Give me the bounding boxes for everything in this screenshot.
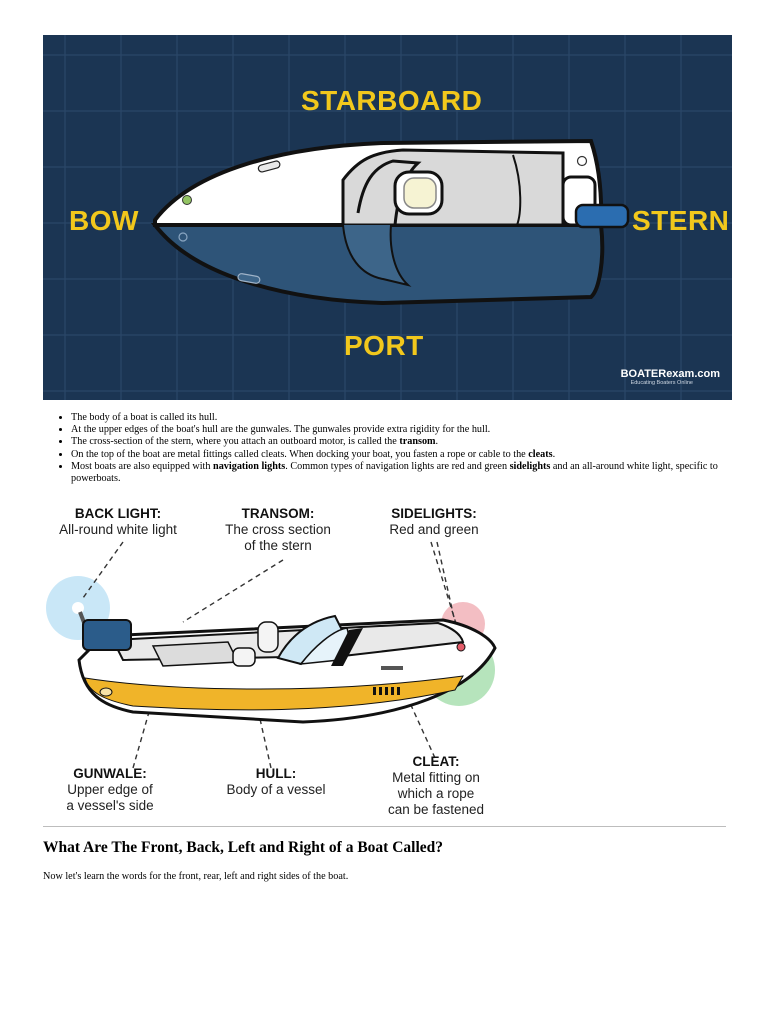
callout-hull: HULL: Body of a vessel <box>211 766 341 798</box>
note-item: The body of a boat is called its hull. <box>71 412 761 424</box>
brand-logo: BOATERexam.com Educating Boaters Online <box>621 365 720 387</box>
callout-sidelights: SIDELIGHTS: Red and green <box>369 506 499 538</box>
section-divider <box>43 826 726 827</box>
boat-side-view-illustration <box>46 541 497 769</box>
section-heading: What Are The Front, Back, Left and Right… <box>43 839 444 856</box>
starboard-label: STARBOARD <box>301 85 483 116</box>
note-item: The cross-section of the stern, where yo… <box>71 436 761 448</box>
brand-tagline: Educating Boaters Online <box>630 379 693 386</box>
callout-description: All-round white light <box>59 522 177 537</box>
note-item: On the top of the boat are metal fitting… <box>71 449 761 461</box>
callout-back-light: BACK LIGHT: All-round white light <box>53 506 183 538</box>
motor <box>574 203 630 229</box>
boat-top-view-figure: STARBOARD BOW STERN PORT BOATERexam.com … <box>43 35 732 400</box>
callout-description: Body of a vessel <box>226 782 326 797</box>
callout-description: Red and green <box>389 522 479 537</box>
brand-name: BOATERexam.com <box>620 367 720 380</box>
callout-title: TRANSOM: <box>241 506 315 521</box>
callout-title: SIDELIGHTS: <box>391 506 477 521</box>
stern-label: STERN <box>632 205 730 236</box>
callout-cleat: CLEAT: Metal fitting on which a rope can… <box>371 754 501 818</box>
callout-title: HULL: <box>255 766 297 781</box>
callout-title: GUNWALE: <box>73 766 147 781</box>
outboard-motor <box>82 619 132 651</box>
port-label: PORT <box>344 330 424 361</box>
note-item: Most boats are also equipped with naviga… <box>71 461 761 485</box>
note-item: At the upper edges of the boat's hull ar… <box>71 424 761 436</box>
callout-description: Metal fitting on which a rope can be fas… <box>387 770 485 817</box>
callout-description: The cross section of the stern <box>225 522 331 553</box>
hull-stripe <box>84 675 464 711</box>
callout-title: BACK LIGHT: <box>74 506 162 521</box>
boat-parts-notes: The body of a boat is called its hull. A… <box>43 412 761 485</box>
boat-side-view-figure: BACK LIGHT: All-round white light TRANSO… <box>43 500 543 825</box>
boat-top-view-illustration <box>43 35 732 400</box>
callout-gunwale: GUNWALE: Upper edge of a vessel's side <box>45 766 175 814</box>
green-light-dot <box>182 195 192 205</box>
callout-description: Upper edge of a vessel's side <box>66 782 154 813</box>
callout-title: CLEAT: <box>412 754 460 769</box>
section-body: Now let's learn the words for the front,… <box>43 871 349 882</box>
callout-transom: TRANSOM: The cross section of the stern <box>213 506 343 554</box>
bow-label: BOW <box>69 205 139 236</box>
